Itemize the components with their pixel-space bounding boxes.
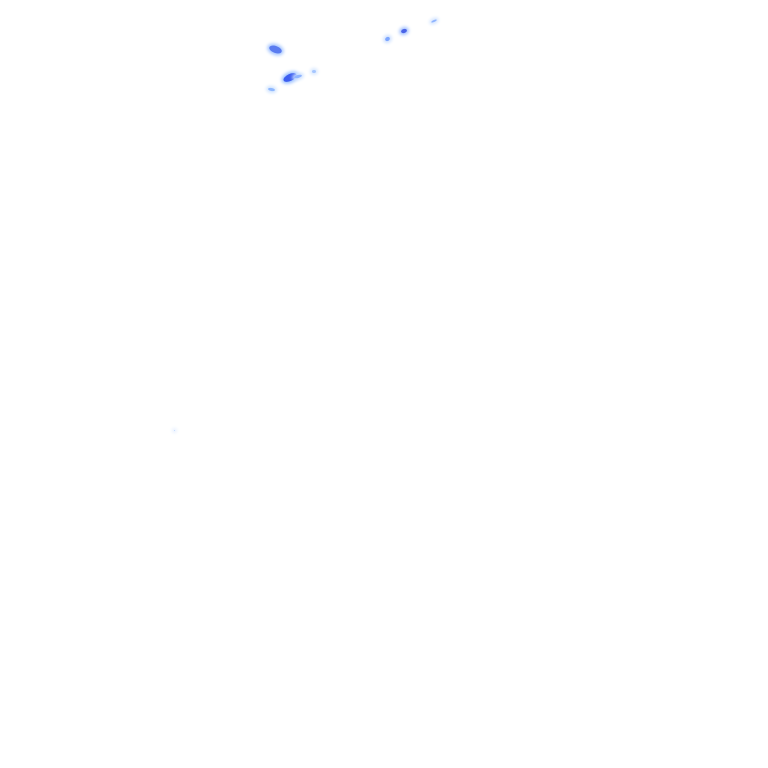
precipitation-echo (267, 87, 276, 92)
precipitation-echo (293, 74, 303, 79)
precipitation-echo (400, 28, 408, 34)
precipitation-echo (430, 18, 438, 24)
precipitation-echo (268, 43, 283, 56)
precipitation-echo (312, 70, 316, 73)
precipitation-echo (174, 430, 175, 431)
precipitation-echo (384, 35, 391, 43)
